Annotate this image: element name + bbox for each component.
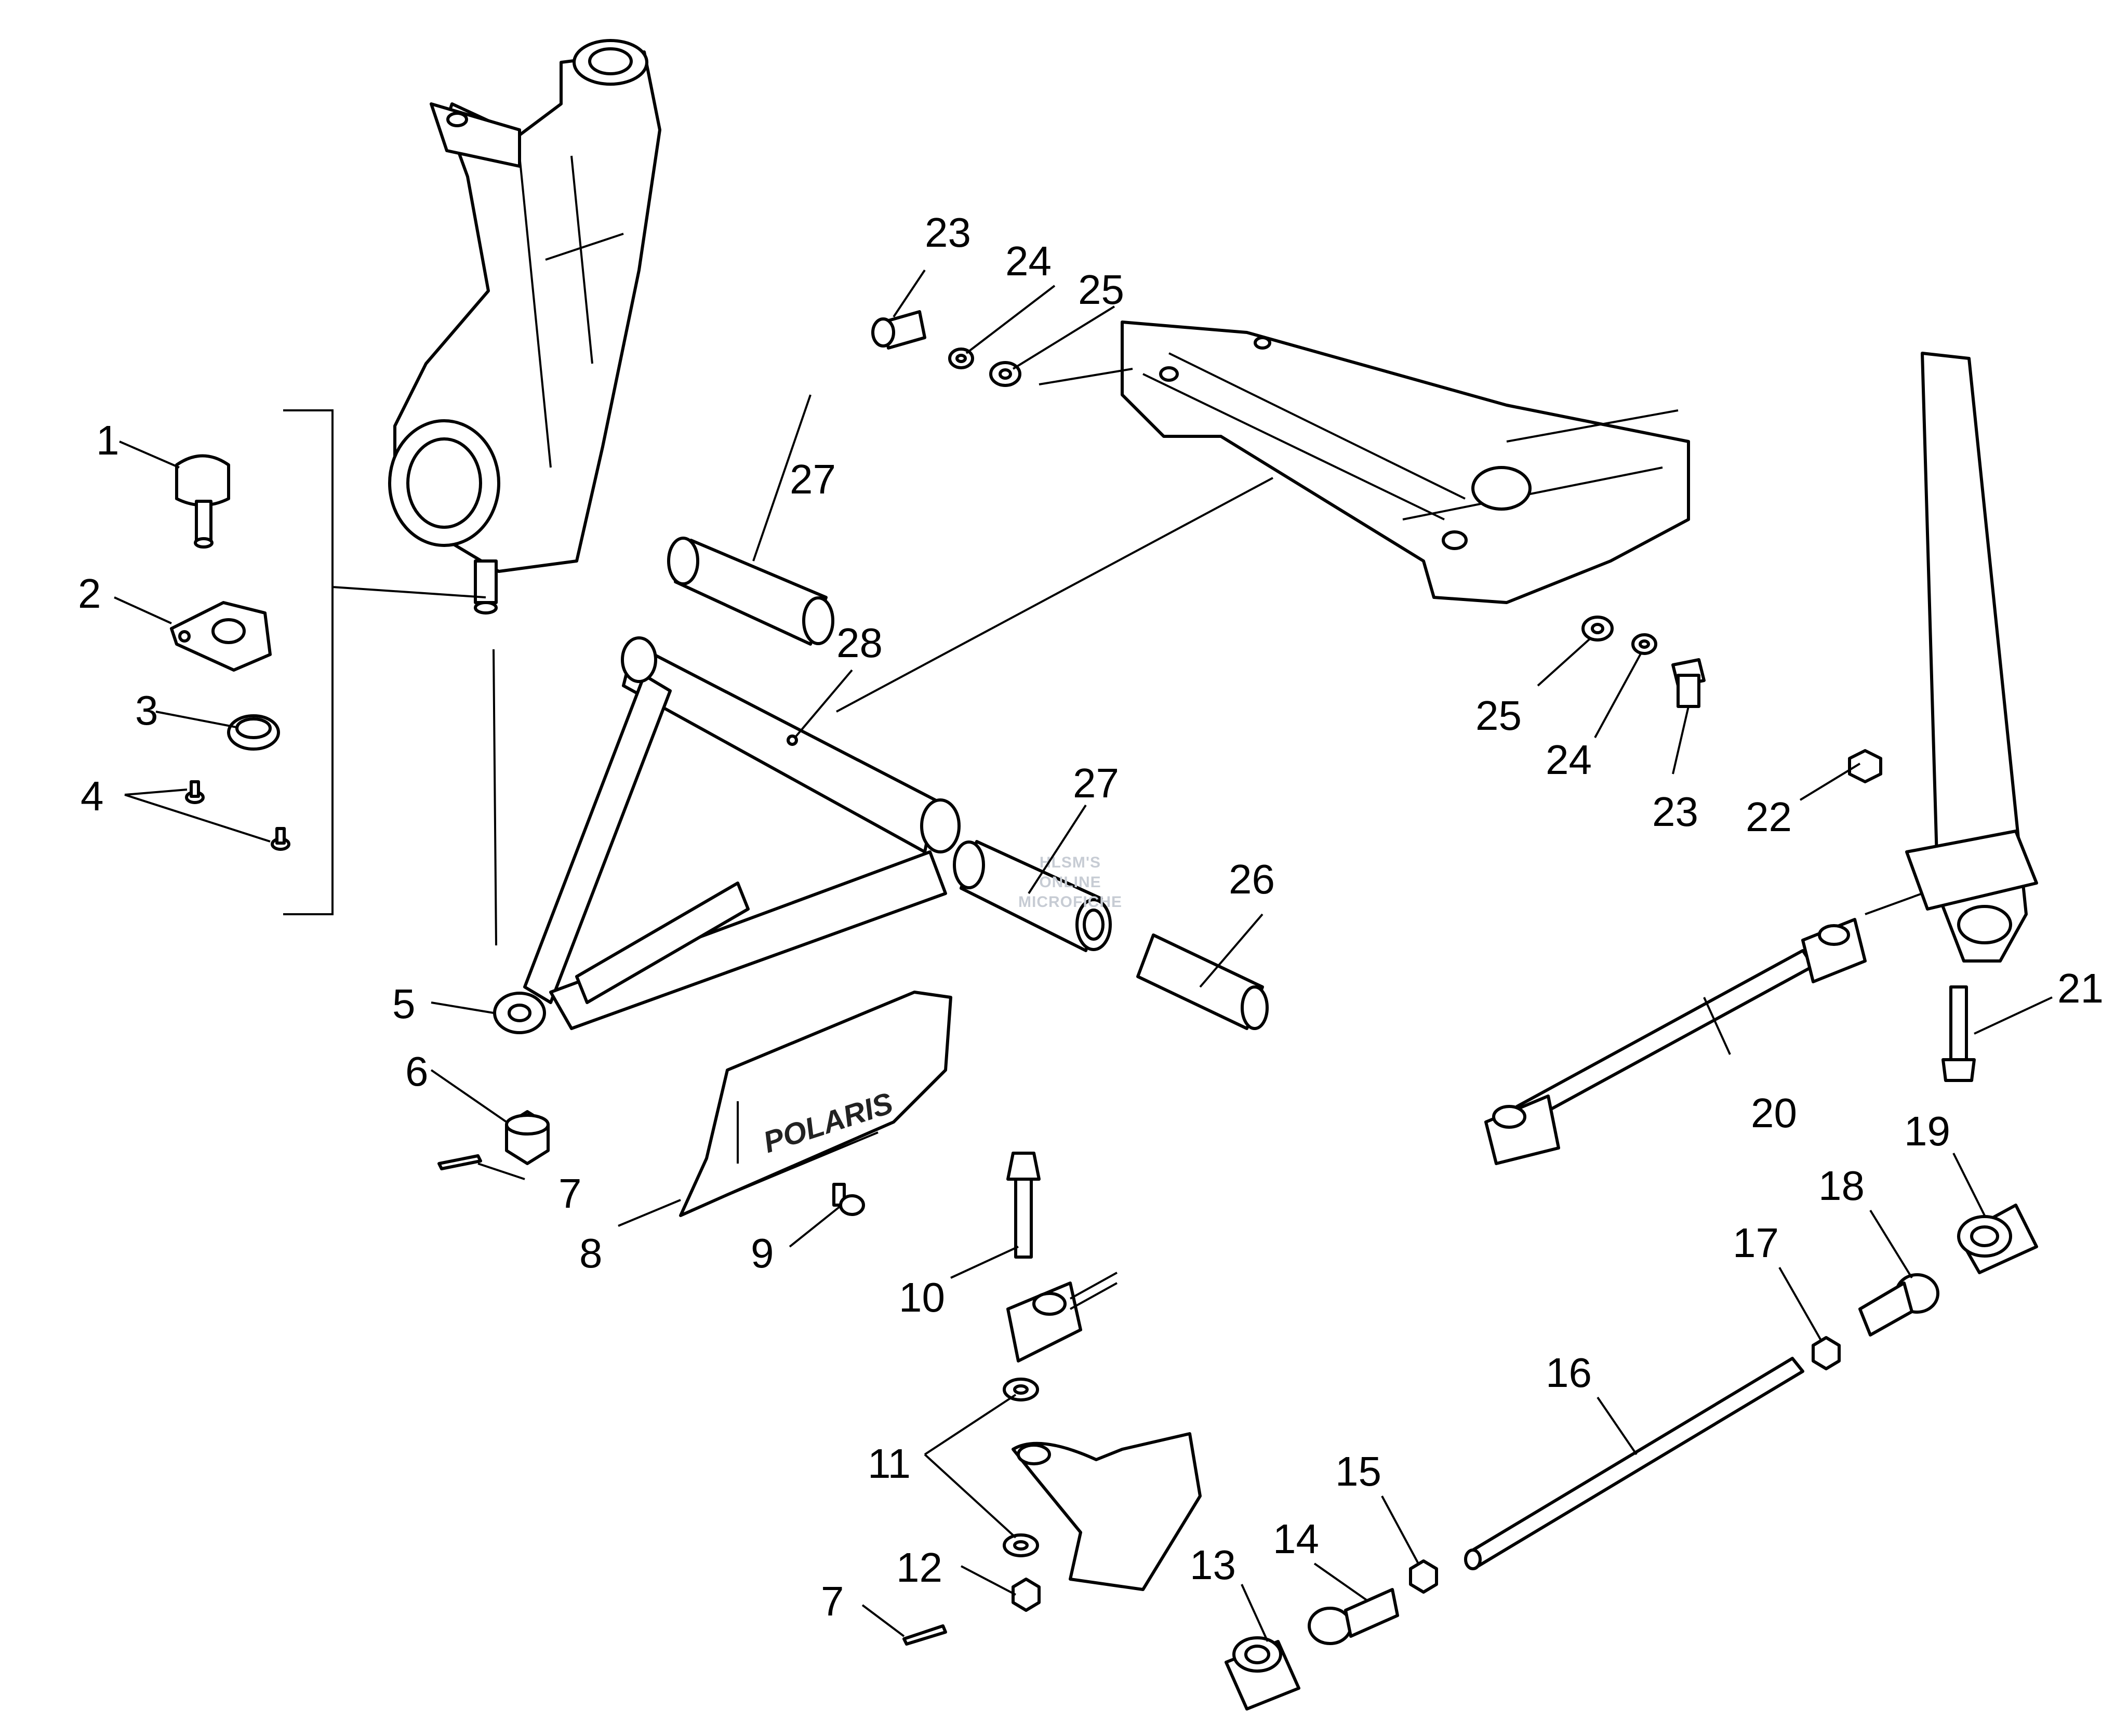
callout-5: 5 [392, 981, 416, 1027]
rod-end-18 [1858, 1273, 1939, 1337]
callout-1: 1 [96, 417, 119, 463]
steering-arm [1012, 1432, 1202, 1591]
rod-end-13 [1225, 1636, 1300, 1711]
cotter-pin [902, 1624, 947, 1646]
callout-28: 28 [836, 620, 883, 666]
callout-22: 22 [1746, 794, 1792, 840]
callout-2: 2 [78, 570, 101, 617]
a-arm-guard: POLARIS [679, 991, 952, 1217]
callout-13: 13 [1190, 1542, 1236, 1588]
jam-nut-15 [1409, 1559, 1438, 1594]
nut [1012, 1578, 1041, 1612]
callout-25b: 25 [1475, 692, 1522, 739]
callout-25: 25 [1078, 266, 1124, 313]
bolt-21 [1941, 985, 1976, 1082]
callout-4: 4 [81, 773, 104, 819]
callout-17: 17 [1733, 1220, 1779, 1266]
callout-10: 10 [899, 1274, 945, 1320]
callout-7: 7 [558, 1170, 582, 1217]
watermark-line-2: ONLINE [1039, 874, 1101, 891]
frame [836, 321, 1690, 713]
frame-bolt-set-upper [871, 310, 1021, 387]
a-arm [493, 636, 961, 1034]
bolt-small [832, 1183, 865, 1216]
callout-24: 24 [1005, 238, 1052, 284]
tie-rod-assembly [1484, 918, 1867, 1165]
rod-end-19 [1957, 1204, 2038, 1274]
callout-21: 21 [2057, 965, 2104, 1011]
pivot-tube-lower [953, 840, 1112, 952]
frame-bolt-set-lower [1581, 616, 1706, 708]
jam-nut-17 [1812, 1336, 1841, 1370]
castle-nut [505, 1110, 550, 1165]
callout-26: 26 [1229, 856, 1275, 902]
steering-spindle [388, 39, 661, 615]
callout-7b: 7 [821, 1578, 844, 1624]
callout-9: 9 [751, 1230, 774, 1276]
callout-20: 20 [1751, 1090, 1797, 1136]
callout-18: 18 [1818, 1163, 1865, 1209]
washers [1003, 1378, 1039, 1557]
assembly-line [493, 649, 497, 946]
ball-joint [175, 454, 230, 549]
ball-joint-plate [170, 601, 272, 672]
callout-12: 12 [896, 1544, 942, 1591]
callout-11: 11 [868, 1440, 911, 1487]
callout-24b: 24 [1546, 737, 1592, 783]
pivot-tube-upper [667, 537, 834, 646]
leader-lines [114, 269, 2053, 1642]
callout-23: 23 [925, 209, 971, 256]
callout-labels: 1 2 3 4 5 6 7 8 9 10 11 12 7 13 14 15 16… [78, 209, 2104, 1624]
callout-3: 3 [135, 687, 158, 733]
bolt-long [1006, 1152, 1041, 1259]
rod-end-14 [1308, 1588, 1399, 1645]
bushing [1136, 933, 1269, 1030]
callout-15: 15 [1335, 1448, 1381, 1494]
callout-14: 14 [1273, 1516, 1319, 1562]
callout-16: 16 [1546, 1350, 1592, 1396]
callout-27: 27 [790, 456, 836, 502]
callout-8: 8 [579, 1230, 603, 1276]
nut-22 [1848, 749, 1882, 783]
tie-rod [1464, 1357, 1804, 1570]
cotter-pin [437, 1154, 482, 1170]
callout-27b: 27 [1073, 760, 1119, 806]
tie-rod-end-upper [1006, 1272, 1118, 1363]
watermark-line-3: MICROFICHE [1018, 893, 1122, 911]
steering-post [1865, 352, 2038, 963]
callout-6: 6 [405, 1048, 429, 1094]
callout-23b: 23 [1652, 789, 1698, 835]
group-bracket [283, 409, 486, 915]
callout-19: 19 [1904, 1108, 1950, 1154]
retaining-ring [227, 714, 280, 751]
rivets [185, 780, 290, 851]
